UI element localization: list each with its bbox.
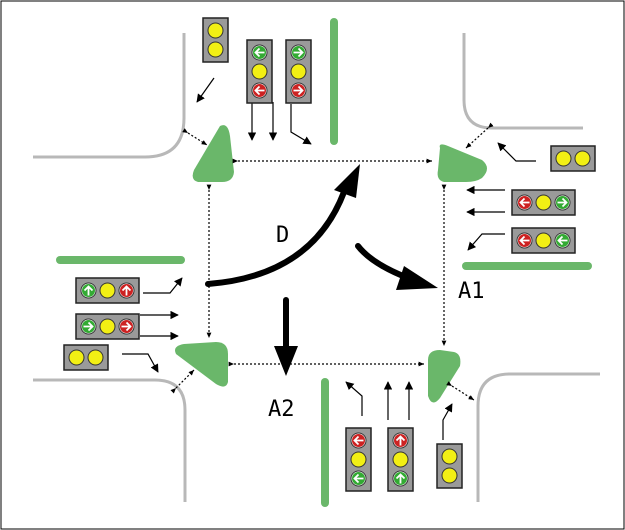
up-arrow-icon bbox=[83, 285, 94, 296]
right-arrow-icon bbox=[557, 197, 568, 208]
signal-south-ped bbox=[436, 443, 463, 489]
yellow-lamp bbox=[441, 448, 458, 465]
lane-arrow-east-3 bbox=[467, 233, 505, 251]
up-arrow-icon bbox=[395, 473, 406, 484]
signal-west-ped bbox=[63, 344, 109, 371]
yellow-lamp bbox=[555, 150, 572, 167]
yellow-lamp bbox=[535, 194, 552, 211]
island-sw bbox=[175, 342, 228, 387]
island-ne bbox=[437, 144, 487, 182]
yellow-lamp bbox=[290, 63, 307, 80]
yellow-lamp bbox=[99, 282, 116, 299]
yellow-lamp bbox=[68, 349, 85, 366]
yellow-lamp bbox=[207, 22, 224, 39]
signal-south-through bbox=[387, 427, 414, 492]
label-a2: A2 bbox=[268, 397, 295, 422]
label-a1: A1 bbox=[458, 279, 485, 304]
road-edge-nw bbox=[33, 33, 186, 159]
yellow-lamp bbox=[441, 467, 458, 484]
signal-north-left-turn bbox=[246, 39, 273, 104]
crosswalk-nw-corner bbox=[182, 128, 208, 146]
left-arrow-icon bbox=[353, 435, 364, 446]
movement-arrows bbox=[205, 189, 411, 355]
yellow-lamp bbox=[535, 232, 552, 249]
left-arrow-icon bbox=[519, 197, 530, 208]
yellow-lamp bbox=[350, 451, 367, 468]
signal-north-left-ped bbox=[202, 17, 229, 63]
signal-west-left bbox=[75, 277, 140, 304]
signal-east-right-through bbox=[511, 189, 576, 216]
yellow-lamp bbox=[99, 318, 116, 335]
movement-d-head bbox=[334, 164, 360, 198]
crosswalks bbox=[170, 122, 494, 401]
crosswalk-ne-corner bbox=[465, 122, 494, 149]
right-arrow-icon bbox=[293, 47, 304, 58]
lane-arrow-west-1 bbox=[143, 277, 183, 294]
left-arrow-icon bbox=[254, 85, 265, 96]
right-arrow-icon bbox=[83, 321, 94, 332]
lane-arrow-east-ped bbox=[497, 142, 536, 162]
lane-arrow-south-ped bbox=[442, 403, 453, 440]
yellow-lamp bbox=[207, 41, 224, 58]
road-edge-se bbox=[476, 372, 600, 502]
yellow-lamp bbox=[574, 150, 591, 167]
movement-d-arrow bbox=[205, 189, 347, 287]
left-arrow-icon bbox=[557, 235, 568, 246]
yellow-lamp bbox=[251, 63, 268, 80]
left-arrow-icon bbox=[254, 47, 265, 58]
movement-a1-arrow bbox=[355, 243, 411, 281]
road-edge-sw bbox=[33, 378, 187, 502]
signal-west-through bbox=[75, 313, 140, 340]
left-arrow-icon bbox=[519, 235, 530, 246]
lane-arrow-north-ped bbox=[196, 77, 215, 103]
island-nw bbox=[192, 125, 234, 182]
signal-east-left bbox=[511, 227, 576, 254]
lane-arrow-north-3 bbox=[290, 104, 312, 145]
signal-south-left bbox=[345, 427, 372, 492]
signal-east-ped bbox=[550, 145, 596, 172]
signal-heads bbox=[63, 17, 596, 492]
islands bbox=[175, 125, 487, 403]
lane-arrows bbox=[122, 77, 536, 440]
crosswalk-se-corner bbox=[446, 381, 475, 401]
road-edge-ne bbox=[462, 33, 583, 130]
crosswalk-sw-corner bbox=[170, 369, 195, 394]
signal-north-through-right bbox=[285, 39, 312, 104]
lane-arrow-south-1 bbox=[345, 381, 363, 416]
label-d: D bbox=[276, 223, 289, 248]
island-se bbox=[428, 350, 461, 403]
movement-arrowheads bbox=[274, 164, 438, 376]
left-arrow-icon bbox=[353, 473, 364, 484]
yellow-lamp bbox=[87, 349, 104, 366]
up-arrow-icon bbox=[395, 435, 406, 446]
lane-arrow-west-ped bbox=[122, 353, 159, 373]
medians bbox=[56, 18, 592, 507]
up-arrow-icon bbox=[121, 285, 132, 296]
movement-a2-head bbox=[274, 346, 298, 376]
right-arrow-icon bbox=[293, 85, 304, 96]
yellow-lamp bbox=[392, 451, 409, 468]
right-arrow-icon bbox=[121, 321, 132, 332]
movement-a1-head bbox=[396, 266, 438, 290]
